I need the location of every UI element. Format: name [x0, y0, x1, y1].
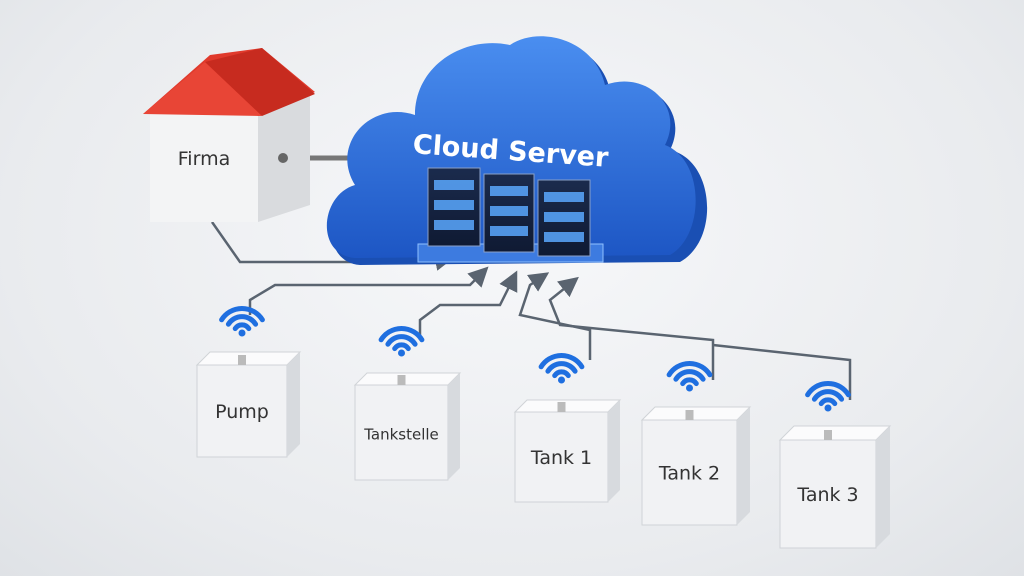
server-racks: [427, 167, 591, 257]
device-tankstelle: Tankstelle: [353, 325, 462, 481]
device-label: Pump: [215, 401, 269, 423]
device-label: Tank 2: [658, 463, 720, 485]
wifi-icon: [538, 352, 585, 384]
line-pump: [248, 266, 489, 315]
device-tank-2: Tank 2: [640, 360, 752, 526]
line-tank3: [712, 343, 852, 400]
wifi-icon: [666, 360, 713, 392]
cloud-server: Cloud Server: [326, 36, 708, 266]
company-label: Firma: [178, 148, 230, 170]
device-pump: Pump: [195, 305, 302, 458]
wifi-icon: [805, 380, 851, 412]
wifi-icon: [219, 305, 265, 337]
device-label: Tank 1: [530, 447, 592, 469]
line-tank2: [548, 276, 715, 380]
line-tank1: [518, 272, 592, 360]
device-label: Tank 3: [796, 484, 858, 506]
company-building: Firma: [143, 48, 315, 222]
line-tankstelle: [418, 270, 518, 340]
wifi-icon: [378, 325, 425, 357]
device-tank-3: Tank 3: [778, 380, 892, 549]
device-tank-1: Tank 1: [513, 352, 622, 503]
device-label: Tankstelle: [363, 426, 439, 444]
